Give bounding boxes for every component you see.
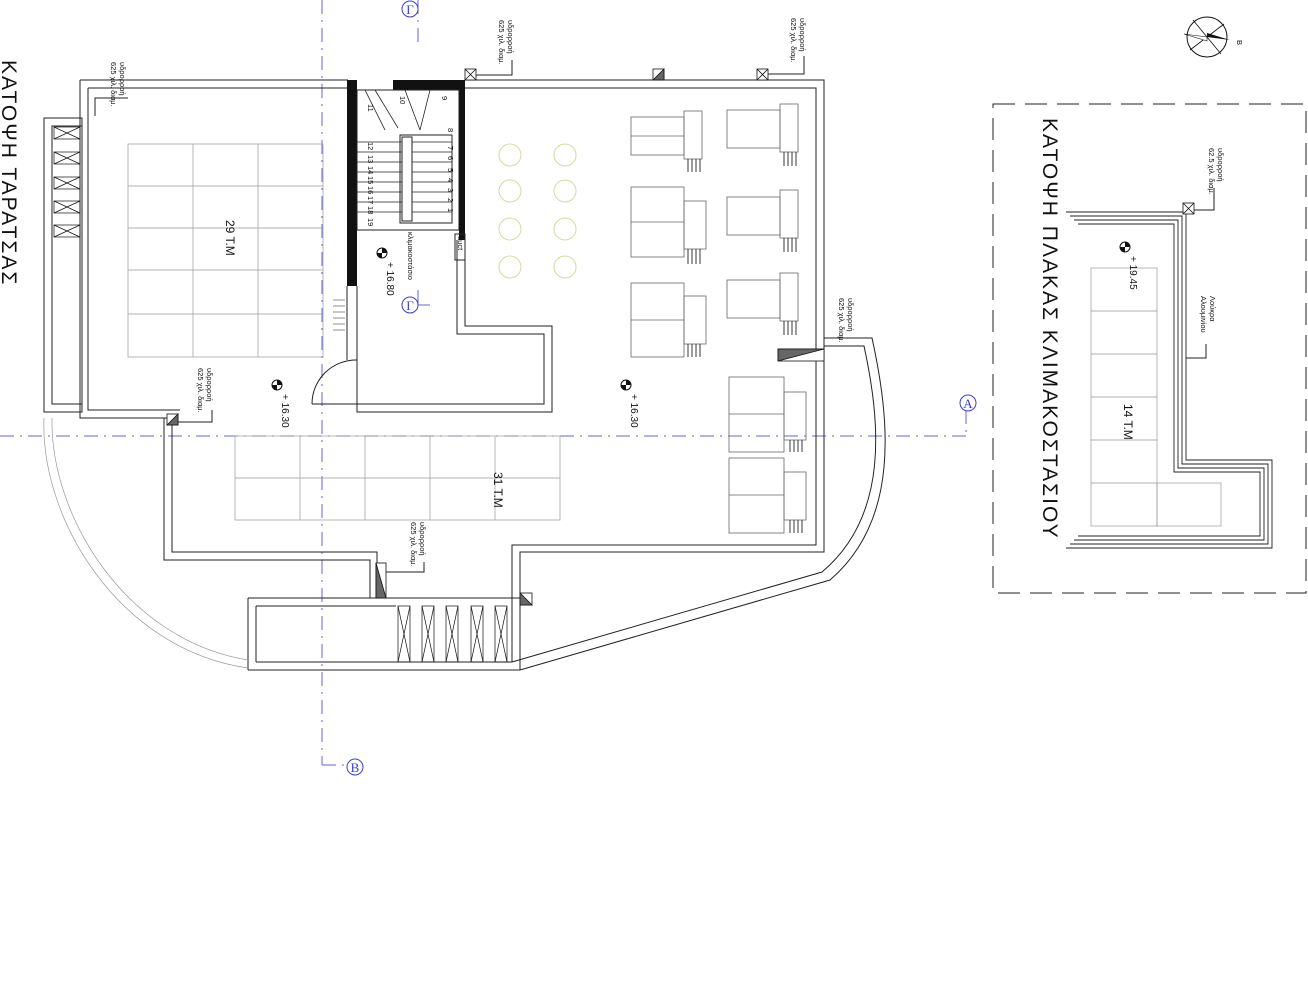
axis-bubble-beta: B <box>346 758 364 776</box>
slab-gutter-label: υδρορροή 62.5 χιλ. διαμ. <box>1207 148 1225 195</box>
parapet-blocks-bottom <box>397 605 508 663</box>
area-14-label: 14 T.M <box>1121 404 1135 440</box>
area-29-label: 29 T.M <box>223 220 237 256</box>
svg-text:1: 1 <box>446 208 455 212</box>
svg-text:625 χιλ. διαμ.: 625 χιλ. διαμ. <box>109 62 118 107</box>
stairwell: 1 2 3 4 5 6 7 8 9 10 11 12 13 14 15 16 1… <box>311 80 553 413</box>
tile-grid-14 <box>1090 267 1222 527</box>
stair-slab-outline <box>1066 211 1273 549</box>
svg-text:A: A <box>963 396 973 411</box>
svg-text:5: 5 <box>446 168 455 172</box>
svg-text:Λούκρα: Λούκρα <box>1208 296 1217 322</box>
duct-label: duct <box>456 236 465 251</box>
svg-text:Αλουμινίου: Αλουμινίου <box>1199 296 1208 333</box>
svg-text:+ 16.30: + 16.30 <box>279 394 290 428</box>
svg-text:B: B <box>1235 40 1244 45</box>
svg-text:υδρορροή: υδρορροή <box>418 522 427 556</box>
svg-text:υδρορροή: υδρορροή <box>205 368 214 402</box>
svg-text:B: B <box>351 760 360 775</box>
svg-text:Γ: Γ <box>406 298 414 313</box>
level-marker-1630-b: + 16.30 <box>620 379 639 428</box>
svg-text:+ 16.30: + 16.30 <box>628 394 639 428</box>
svg-text:17: 17 <box>366 196 375 204</box>
terrace-title: ΚΑΤΟΨΗ ΤΑΡΑΤΣΑΣ <box>0 60 20 286</box>
level-marker-1630-a: + 16.30 <box>271 379 290 428</box>
hvac-units <box>630 103 807 534</box>
railing-label: Λούκρα Αλουμινίου <box>1186 296 1217 359</box>
axis-bubble-gamma-mid: Γ <box>401 296 419 314</box>
tile-grid-31 <box>234 435 561 521</box>
svg-text:625 χιλ. διαμ.: 625 χιλ. διαμ. <box>196 368 205 413</box>
svg-text:υδρορροή: υδρορροή <box>506 20 515 54</box>
gutter-label-right: υδρορροή 625 χιλ. διαμ. <box>837 298 855 343</box>
level-marker-1945: + 19.45 <box>1119 241 1138 290</box>
svg-text:υδρορροή: υδρορροή <box>798 18 807 52</box>
svg-text:11: 11 <box>366 104 375 112</box>
svg-text:19: 19 <box>366 218 375 226</box>
svg-text:9: 9 <box>440 96 449 100</box>
gutter-label-top-left: υδρορροή 625 χιλ. διαμ. <box>94 62 128 116</box>
stair-slab-title: ΚΑΤΟΨΗ ΠΛΑΚΑΣ ΚΛΙΜΑΚΟΣΤΑΣΙΟΥ <box>1038 118 1061 540</box>
stair-slab-frame <box>992 103 1307 594</box>
tile-grid-29 <box>127 143 324 358</box>
svg-text:+ 19.45: + 19.45 <box>1127 256 1138 290</box>
svg-text:625 χιλ. διαμ.: 625 χιλ. διαμ. <box>789 18 798 63</box>
svg-text:υδρορροή: υδρορροή <box>118 62 127 96</box>
axis-bubble-alpha: A <box>959 394 977 412</box>
svg-text:625 χιλ. διαμ.: 625 χιλ. διαμ. <box>409 522 418 567</box>
svg-text:12: 12 <box>366 142 375 150</box>
area-31-label: 31 T.M <box>491 472 505 508</box>
gutter-label-top-right: υδρορροή 625 χιλ. διαμ. <box>768 18 807 75</box>
svg-text:7: 7 <box>446 146 455 150</box>
level-marker-1680: + 16.80 <box>376 247 395 296</box>
svg-text:15: 15 <box>366 176 375 184</box>
svg-text:62.5 χιλ. διαμ.: 62.5 χιλ. διαμ. <box>1207 148 1216 195</box>
svg-text:6: 6 <box>446 156 455 160</box>
svg-text:3: 3 <box>446 188 455 192</box>
slab-drain <box>1182 188 1215 215</box>
svg-text:Γ: Γ <box>406 2 414 17</box>
gutter-label-bottom: υδρορροή 625 χιλ. διαμ. <box>386 522 427 573</box>
svg-text:2: 2 <box>446 198 455 202</box>
stairwell-label: κλιμακοστάσιο <box>406 232 415 280</box>
north-arrow-icon: B <box>1183 16 1244 58</box>
parapet-blocks-left <box>53 126 81 238</box>
svg-text:16: 16 <box>366 186 375 194</box>
gutter-label-left-mid: υδρορροή 625 χιλ. διαμ. <box>178 368 214 423</box>
terrace-outline <box>43 79 886 671</box>
svg-text:+ 16.80: + 16.80 <box>384 262 395 296</box>
drain-symbols <box>166 68 825 606</box>
planter-circles <box>498 143 577 279</box>
axis-bubble-gamma-top: Γ <box>401 0 419 18</box>
svg-text:18: 18 <box>366 206 375 214</box>
svg-text:625 χιλ. διαμ.: 625 χιλ. διαμ. <box>837 298 846 343</box>
svg-text:4: 4 <box>446 178 455 182</box>
svg-text:10: 10 <box>398 96 407 104</box>
svg-text:υδρορροή: υδρορροή <box>846 298 855 332</box>
gutter-label-top-mid: υδρορροή 625 χιλ. διαμ. <box>476 20 515 76</box>
svg-text:13: 13 <box>366 155 375 163</box>
svg-text:14: 14 <box>366 166 375 174</box>
svg-text:υδρορροή: υδρορροή <box>1216 148 1225 182</box>
svg-text:625 χιλ. διαμ.: 625 χιλ. διαμ. <box>497 20 506 65</box>
svg-text:8: 8 <box>446 128 455 132</box>
